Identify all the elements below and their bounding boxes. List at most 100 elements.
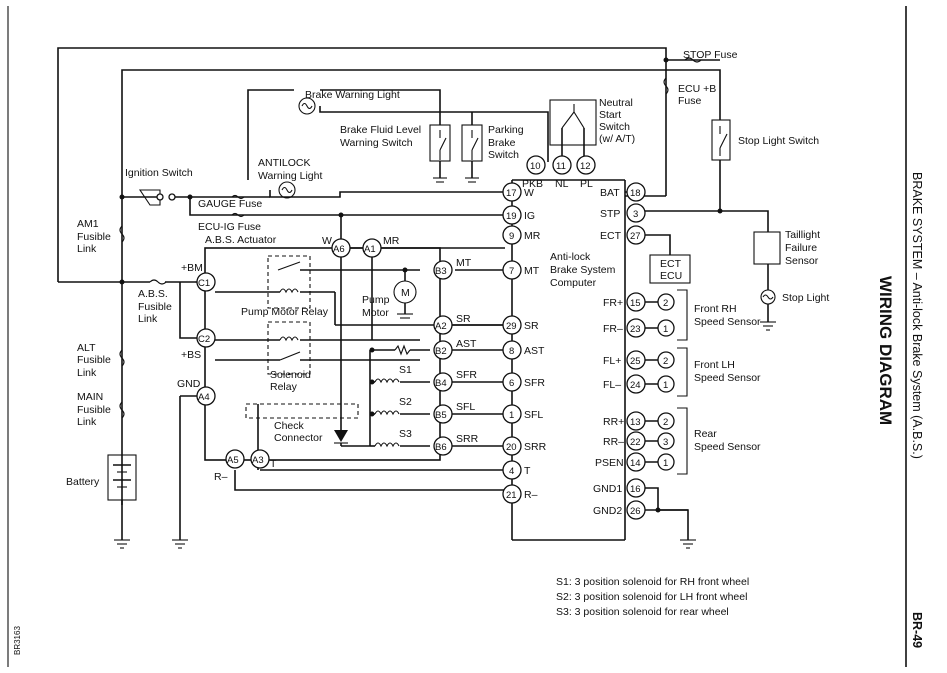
page-title: WIRING DIAGRAM (876, 276, 895, 425)
srr-label: SRR (456, 433, 479, 445)
b2-pin: B2 (435, 346, 447, 357)
pin-9: 9 (509, 231, 514, 242)
ignition-switch-symbol (138, 189, 176, 206)
ecu-label-1: Anti-lock (550, 251, 591, 263)
pin-19: 19 (506, 211, 517, 222)
ecu-pin-sr: SR (524, 320, 539, 332)
am1-label-3: Link (77, 243, 97, 255)
a4-pin: A4 (198, 392, 210, 403)
pin-13: 13 (630, 417, 641, 428)
gauge-fuse-label: GAUGE Fuse (198, 198, 262, 210)
taillight-label-1: Taillight (785, 229, 820, 241)
rminus-label-left: R– (214, 471, 228, 483)
flm-label: FL– (603, 379, 621, 391)
a6-pin: A6 (333, 244, 345, 255)
fuse-symbols (119, 57, 702, 419)
a1-pin: A1 (364, 244, 376, 255)
front-lh-label-2: Speed Sensor (694, 372, 761, 384)
antilock-label-1: ANTILOCK (258, 157, 311, 169)
main-label-2: Fusible (77, 404, 111, 416)
mt-label: MT (456, 257, 472, 269)
psen-label: PSEN (595, 457, 624, 469)
front-rh-label-2: Speed Sensor (694, 316, 761, 328)
b3-pin: B3 (435, 266, 447, 277)
alt-label-3: Link (77, 367, 97, 379)
note-s2: S2: 3 position solenoid for LH front whe… (556, 591, 747, 603)
brake-fluid-label-1: Brake Fluid Level (340, 124, 421, 136)
s2-label: S2 (399, 396, 412, 408)
sensor-rr-pin-1: 1 (663, 458, 668, 469)
gnd1-label: GND1 (593, 483, 622, 495)
am1-label-2: Fusible (77, 231, 111, 243)
antilock-label-2: Warning Light (258, 170, 322, 182)
figure-code: BR3163 (13, 626, 22, 655)
parking-brake-label-2: Brake (488, 137, 516, 149)
neutral-label-3: Switch (599, 121, 630, 133)
pl-label: PL (580, 178, 593, 190)
a2-pin: A2 (435, 321, 447, 332)
ect-label: ECT (600, 230, 622, 242)
t-label: T (270, 458, 277, 470)
a3-pin: A3 (252, 455, 264, 466)
warning-switches (429, 112, 483, 183)
pin-22: 22 (630, 437, 641, 448)
page-number: BR-49 (910, 612, 924, 648)
pin-4: 4 (509, 466, 514, 477)
rrm-label: RR– (603, 436, 624, 448)
rrp-label: RR+ (603, 416, 624, 428)
b4-pin: B4 (435, 378, 447, 389)
ecu-pin-t: T (524, 465, 531, 477)
pin-27: 27 (630, 231, 641, 242)
pin-18: 18 (630, 188, 641, 199)
pin-16: 16 (630, 484, 641, 495)
brake-fluid-label-2: Warning Switch (340, 137, 413, 149)
pin-26: 26 (630, 506, 641, 517)
ect-ecu-label-2: ECU (660, 270, 682, 282)
pin-11: 11 (556, 161, 566, 172)
rear-label-2: Speed Sensor (694, 441, 761, 453)
section-header: BRAKE SYSTEM – Anti-lock Brake System (A… (910, 172, 924, 459)
am1-label-1: AM1 (77, 218, 99, 230)
pin-17: 17 (506, 188, 517, 199)
c2-pin: C2 (198, 334, 210, 345)
w-label: W (322, 235, 332, 247)
pin-25: 25 (630, 356, 641, 367)
pin-6: 6 (509, 378, 514, 389)
neutral-label-4: (w/ A/T) (599, 133, 635, 145)
rear-label-1: Rear (694, 428, 717, 440)
pin-12: 12 (580, 161, 591, 172)
ecu-pin-srr: SRR (524, 441, 547, 453)
stop-light-switch-label: Stop Light Switch (738, 135, 819, 147)
ecu-ig-fuse-label: ECU-IG Fuse (198, 221, 261, 233)
gnd-label: GND (177, 378, 201, 390)
abs-actuator-label: A.B.S. Actuator (205, 234, 277, 246)
connector-pins (196, 155, 675, 520)
ecu-label-2: Brake System (550, 264, 616, 276)
brake-warning-light-label: Brake Warning Light (305, 89, 400, 101)
stop-light-switch-symbol (711, 119, 731, 161)
s3-label: S3 (399, 428, 412, 440)
pin-3: 3 (633, 209, 638, 220)
ecu-pin-ig: IG (524, 210, 535, 222)
battery-symbol (107, 454, 137, 549)
alt-label-1: ALT (77, 342, 96, 354)
sensor-rr-pin-2: 2 (663, 417, 668, 428)
main-label-3: Link (77, 416, 97, 428)
ecu-pin-mt: MT (524, 265, 540, 277)
ecu-label-3: Computer (550, 277, 597, 289)
pin-7: 7 (509, 266, 514, 277)
s1-label: S1 (399, 364, 412, 376)
check-connector-label-2: Connector (274, 432, 323, 444)
ignition-switch-label: Ignition Switch (125, 167, 193, 179)
front-lh-label-1: Front LH (694, 359, 735, 371)
pin-15: 15 (630, 298, 641, 309)
power-wires (57, 47, 769, 505)
flp-label: FL+ (603, 355, 621, 367)
abs-fl-label-2: Fusible (138, 301, 172, 313)
gnd2-label: GND2 (593, 505, 622, 517)
pin-29: 29 (506, 321, 517, 332)
pin-21: 21 (506, 490, 517, 501)
frp-label: FR+ (603, 297, 623, 309)
taillight-label-3: Sensor (785, 255, 819, 267)
